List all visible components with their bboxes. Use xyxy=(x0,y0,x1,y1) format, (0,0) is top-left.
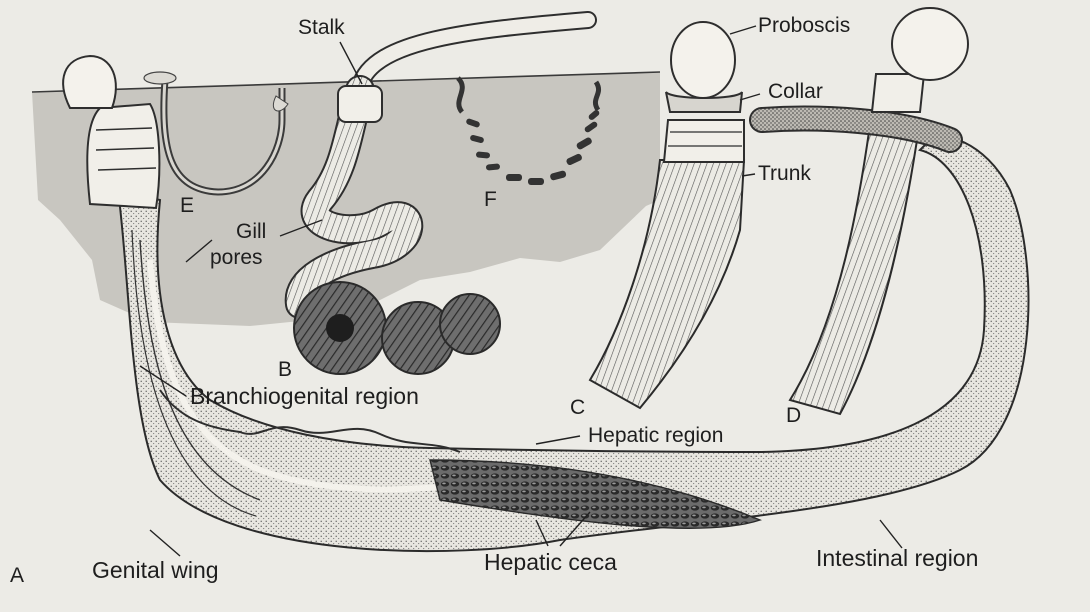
label-gill: Gill xyxy=(236,220,266,243)
panel-letter-b: B xyxy=(278,358,292,381)
label-stalk: Stalk xyxy=(298,16,345,39)
panel-letter-a: A xyxy=(10,564,24,587)
label-hepatic-ceca: Hepatic ceca xyxy=(484,549,617,575)
label-intestinal-region: Intestinal region xyxy=(816,545,978,571)
label-genital-wing: Genital wing xyxy=(92,557,219,583)
panel-letter-e: E xyxy=(180,194,194,217)
label-proboscis: Proboscis xyxy=(758,14,850,37)
label-pores: pores xyxy=(210,246,263,269)
panel-letter-d: D xyxy=(786,404,801,427)
label-branchiogenital-region: Branchiogenital region xyxy=(190,383,419,409)
panel-letter-c: C xyxy=(570,396,585,419)
label-hepatic-region: Hepatic region xyxy=(588,424,723,447)
label-trunk: Trunk xyxy=(758,162,811,185)
anterior-end-d xyxy=(762,8,968,414)
label-collar: Collar xyxy=(768,80,823,103)
panel-letter-f: F xyxy=(484,188,497,211)
